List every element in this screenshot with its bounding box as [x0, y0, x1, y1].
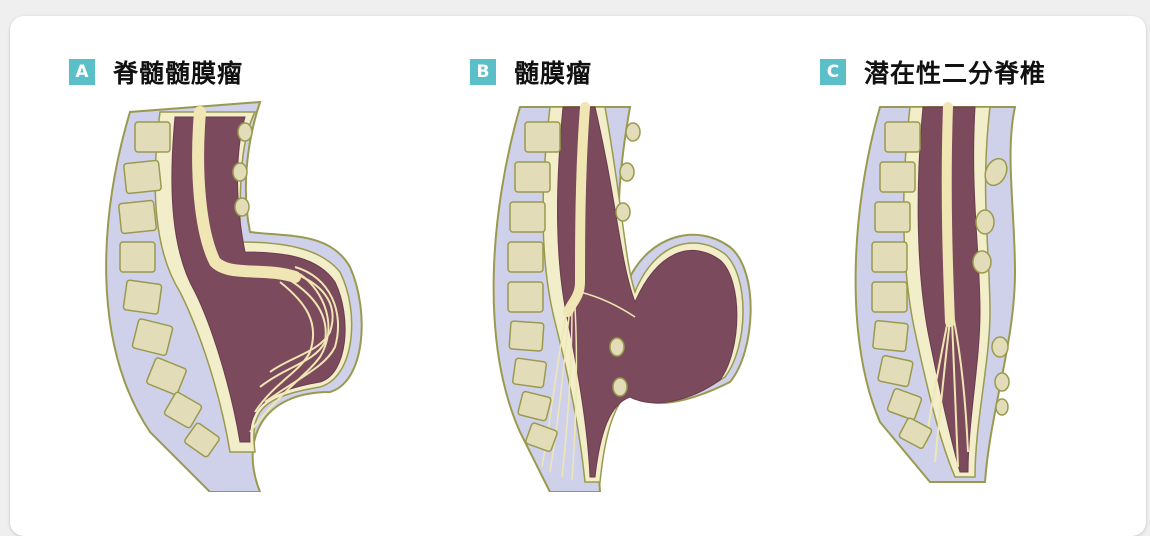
title-meningocele: 髄膜瘤: [514, 54, 592, 90]
illustration-meningocele: [480, 92, 770, 492]
title-spina-bifida-occulta: 潜在性二分脊椎: [864, 54, 1046, 90]
label-b: B 髄膜瘤: [470, 57, 592, 87]
spinal-cord-c: [947, 107, 950, 322]
illustration-spina-bifida-occulta: [840, 92, 1100, 492]
badge-b: B: [470, 59, 496, 85]
illustration-myelomeningocele: [90, 92, 380, 492]
label-a: A 脊髄髄膜瘤: [69, 57, 243, 87]
badge-c: C: [820, 59, 846, 85]
badge-a: A: [69, 59, 95, 85]
label-c: C 潜在性二分脊椎: [820, 57, 1046, 87]
title-myelomeningocele: 脊髄髄膜瘤: [113, 54, 243, 90]
